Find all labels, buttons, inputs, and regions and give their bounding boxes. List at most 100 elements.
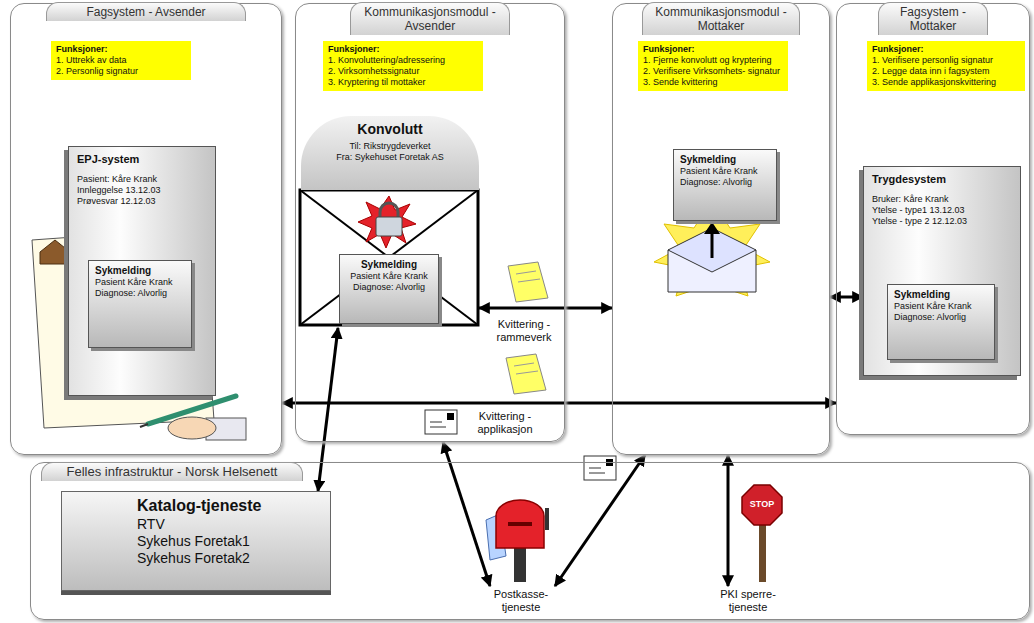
hand [168,417,216,439]
node-heading: Funksjoner: [872,44,1020,55]
node-heading: Trygdesystem [872,173,1012,186]
address-line [430,422,442,423]
node-heading: Fagsystem - Mottaker [878,2,988,35]
infrastructure-band: Katalog-tjenesteRTVSykehus Foretak1Sykeh… [30,462,1030,620]
node-text: 1. Uttrekk av data [56,55,186,66]
mail-icon [584,456,616,480]
message-box: SykmeldingPasient Kåre KrankDiagnose: Al… [673,149,777,221]
envelope-flap [668,228,756,272]
node-text: 2. Personlig signatur [56,66,186,77]
connector-arrow [727,455,730,586]
node-heading: Funksjoner: [643,44,783,55]
envelope-box: SykmeldingPasient Kåre KrankDiagnose: Al… [301,116,479,328]
sign-post [759,524,766,582]
node-text: Pasient Kåre Krank [95,277,185,288]
node-text: 2. Virksomhetssignatur [328,66,478,77]
address-line [589,468,601,469]
node-heading: EPJ-system [77,153,207,166]
pen-tip [140,424,148,427]
node-text: RTV [137,516,324,533]
node-heading: Funksjoner: [328,44,478,55]
receipt-line [514,363,534,366]
node-text: Ytelse - type1 13.12.03 [872,205,1012,216]
connector-arrow [318,328,338,491]
receipt [506,354,546,394]
service-label: PKI sperre- tjeneste [706,586,790,618]
node-text: Innleggelse 13.12.03 [77,185,207,196]
function-box: Funksjoner:1. Konvoluttering/adressering… [323,41,483,91]
receipt [508,262,548,302]
node-text: Prøvesvar 12.12.03 [77,196,207,207]
address-line [430,427,446,428]
receipt-icon [506,354,546,394]
node-heading: Sykmelding [680,154,770,166]
node-text: Diagnose: Alvorlig [346,282,432,293]
mail-icon [425,410,457,434]
node-text: 1. Konvoluttering/adressering [328,55,478,66]
node-text: 3. Sende kvittering [643,77,783,88]
node-heading: Sykmelding [95,265,185,277]
node-heading: Sykmelding [346,259,432,271]
edge-label: Kvittering - rammeverk [484,318,564,344]
node-text: Pasient Kåre Krank [346,271,432,282]
node-text: 1. Verifisere personlig signatur [872,55,1020,66]
stop-sign-icon [742,485,782,582]
node-text: Fra: Sykehuset Foretak AS [301,152,479,163]
lift-arrow [711,232,714,258]
connector-arrow [479,307,612,310]
house-sketch [40,240,70,264]
node-text: Sykehus Foretak2 [137,550,324,567]
mailbox-icon [486,500,549,582]
connector-arrow [443,442,490,586]
node-heading: Funksjoner: [56,44,186,55]
service-box: Katalog-tjenesteRTVSykehus Foretak1Sykeh… [61,491,331,591]
pen [148,396,236,424]
node-text: Pasient Kåre Krank [894,301,988,312]
connector-arrow [555,455,645,586]
node-text: 2. Legge data inn i fagsystem [872,66,1020,77]
record-box: SykmeldingPasient Kåre KrankDiagnose: Al… [863,166,1021,376]
node-text: 1. Fjerne konvolutt og kryptering [643,55,783,66]
node-text: 3. Kryptering til mottaker [328,77,478,88]
edge-label: Kvittering - applikasjon [462,410,548,436]
function-box: Funksjoner:1. Verifisere personlig signa… [867,41,1025,91]
node-heading: Katalog-tjeneste [137,496,324,516]
node-heading: Sykmelding [894,289,988,301]
node-text: Sykehus Foretak1 [137,533,324,550]
hand-with-pen [140,396,246,440]
node-text: 3. Sende applikasjonskvittering [872,77,1020,88]
node-text: Pasient Kåre Krank [680,166,770,177]
address-line [589,473,605,474]
message-box: SykmeldingPasient Kåre KrankDiagnose: Al… [887,284,995,360]
stop-sign [742,485,782,525]
mailbox-body [496,500,544,548]
system-panel: Funksjoner:1. Konvoluttering/adressering… [295,3,565,442]
lift-arrowhead [704,222,720,234]
receipt-line [518,279,540,282]
service-label: Postkasse- tjeneste [479,586,563,618]
letter [425,410,457,434]
node-text: Til: Rikstrygdeverket [301,141,479,152]
node-text: Diagnose: Alvorlig [95,288,185,299]
node-text: Diagnose: Alvorlig [894,312,988,323]
message-box: SykmeldingPasient Kåre KrankDiagnose: Al… [339,254,439,324]
record-box: SykmeldingPasient Kåre KrankDiagnose: Al… [68,146,216,396]
node-text: Ytelse - type 2 12.12.03 [872,216,1012,227]
receipt-line [516,271,536,274]
node-text: 2. Verifisere Virksomhets- signatur [643,66,783,77]
node-heading: Kommunikasjonsmodul - Mottaker [642,2,800,35]
connector-arrow [282,402,836,405]
sign-label: STOP [742,499,782,510]
receipt-line [516,371,538,374]
node-text: Pasient: Kåre Krank [77,174,207,185]
connector-arrow [830,296,863,299]
system-panel: Funksjoner:1. Fjerne konvolutt og krypte… [612,3,830,455]
node-heading: Felles infrastruktur - Norsk Helsenett [41,462,303,481]
node-heading: Fagsystem - Avsender [46,2,246,21]
node-text: Bruker: Kåre Krank [872,194,1012,205]
mailbox-flag [545,508,549,530]
system-panel: Funksjoner:1. Uttrekk av data2. Personli… [10,3,282,455]
mailbox-slot [508,522,532,526]
node-heading: Postkasse- tjeneste [481,588,561,614]
node-heading: Konvolutt [301,120,479,138]
